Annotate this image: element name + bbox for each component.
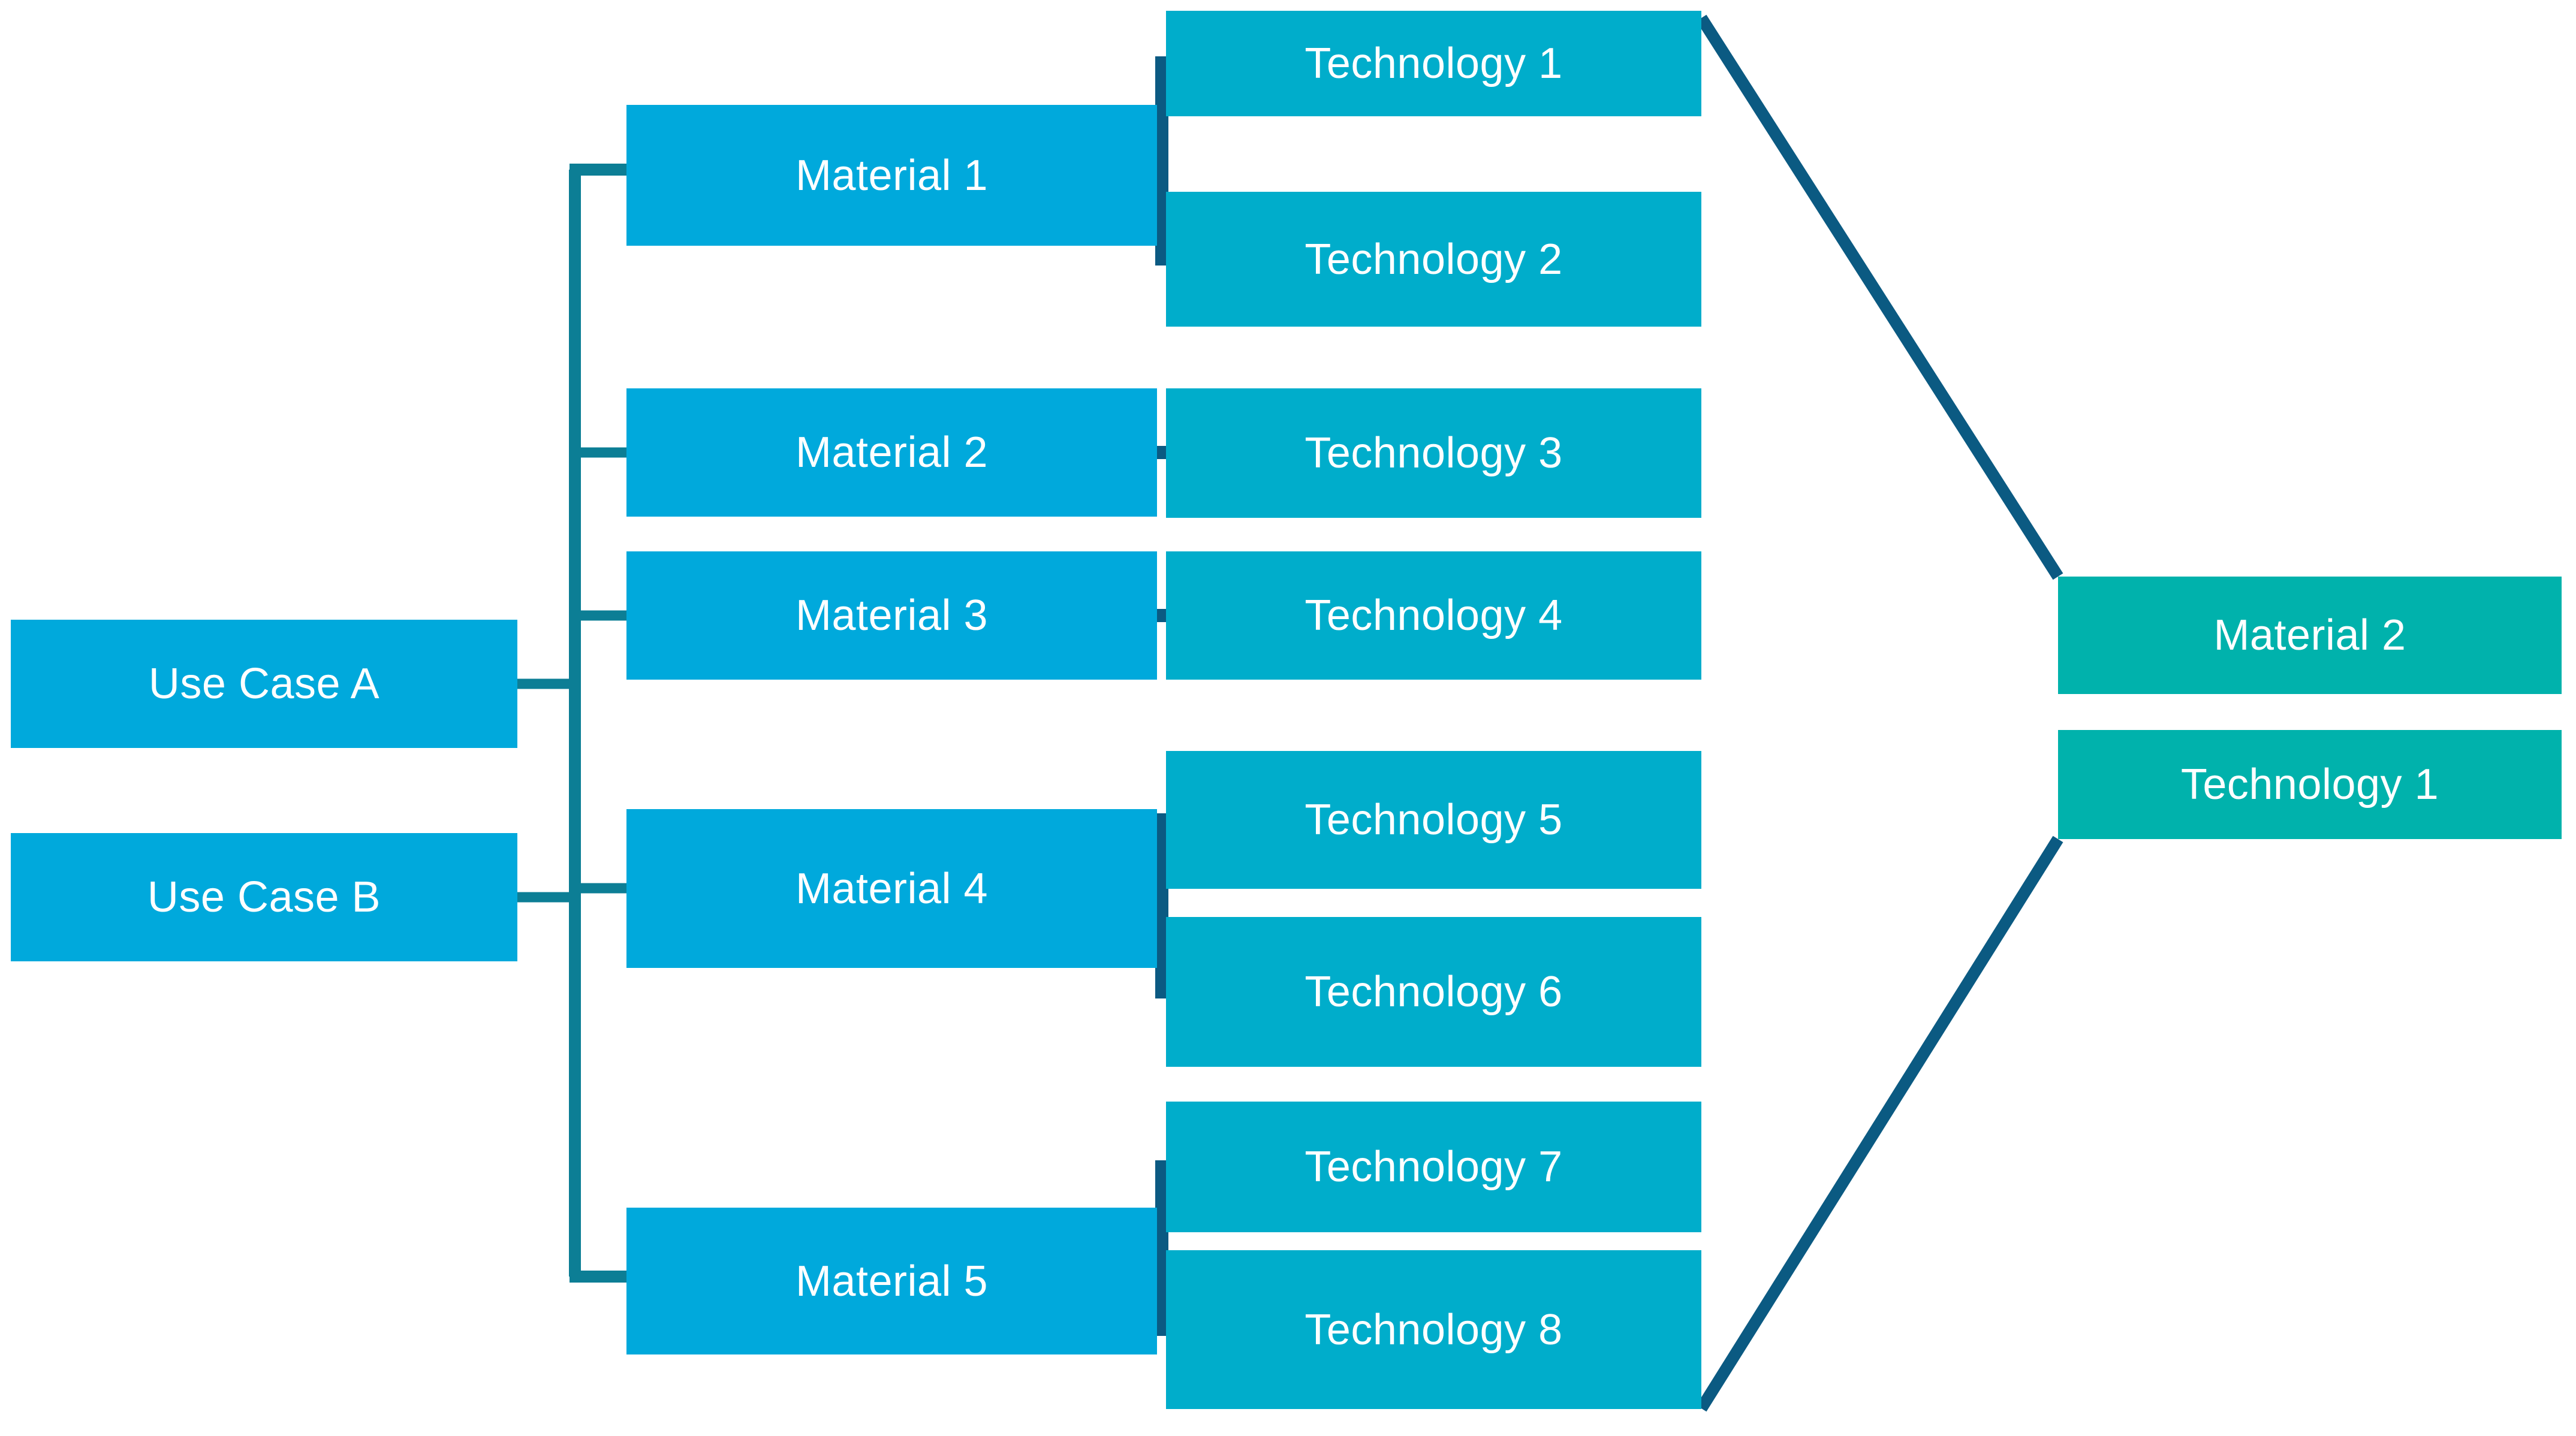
node-label: Material 4 <box>795 864 989 913</box>
node-label: Material 3 <box>795 592 989 639</box>
node-material-3[interactable]: Material 3 <box>626 551 1157 680</box>
node-label: Technology 3 <box>1304 429 1563 477</box>
node-technology-5[interactable]: Technology 5 <box>1166 751 1701 889</box>
node-material-4[interactable]: Material 4 <box>626 809 1157 968</box>
node-outcome-material-2[interactable]: Material 2 <box>2058 577 2562 694</box>
node-label: Technology 4 <box>1304 592 1563 639</box>
node-label: Technology 7 <box>1304 1143 1563 1191</box>
node-label: Use Case B <box>147 873 381 921</box>
diagonal-tech1-to-outcome <box>1696 14 2063 580</box>
node-use-case-b[interactable]: Use Case B <box>11 833 517 961</box>
node-use-case-a[interactable]: Use Case A <box>11 620 517 748</box>
node-material-2[interactable]: Material 2 <box>626 388 1157 517</box>
node-technology-6[interactable]: Technology 6 <box>1166 917 1701 1067</box>
node-technology-8[interactable]: Technology 8 <box>1166 1250 1701 1409</box>
node-label: Material 5 <box>795 1257 989 1305</box>
node-material-1[interactable]: Material 1 <box>626 105 1157 246</box>
node-label: Material 1 <box>795 151 989 200</box>
node-label: Technology 1 <box>1304 40 1563 88</box>
node-label: Use Case A <box>148 660 380 708</box>
node-label: Technology 8 <box>1304 1305 1563 1354</box>
node-outcome-technology-1[interactable]: Technology 1 <box>2058 730 2562 839</box>
node-technology-4[interactable]: Technology 4 <box>1166 551 1701 680</box>
node-technology-7[interactable]: Technology 7 <box>1166 1102 1701 1232</box>
node-label: Material 2 <box>2213 611 2406 659</box>
node-label: Technology 6 <box>1304 968 1563 1016</box>
node-technology-1[interactable]: Technology 1 <box>1166 11 1701 116</box>
node-label: Material 2 <box>795 429 989 476</box>
node-technology-3[interactable]: Technology 3 <box>1166 388 1701 518</box>
node-label: Technology 1 <box>2180 761 2439 808</box>
node-label: Technology 5 <box>1304 796 1563 844</box>
node-technology-2[interactable]: Technology 2 <box>1166 192 1701 327</box>
diagonal-tech8-to-outcome <box>1696 835 2063 1412</box>
node-label: Technology 2 <box>1304 235 1563 283</box>
node-material-5[interactable]: Material 5 <box>626 1208 1157 1354</box>
